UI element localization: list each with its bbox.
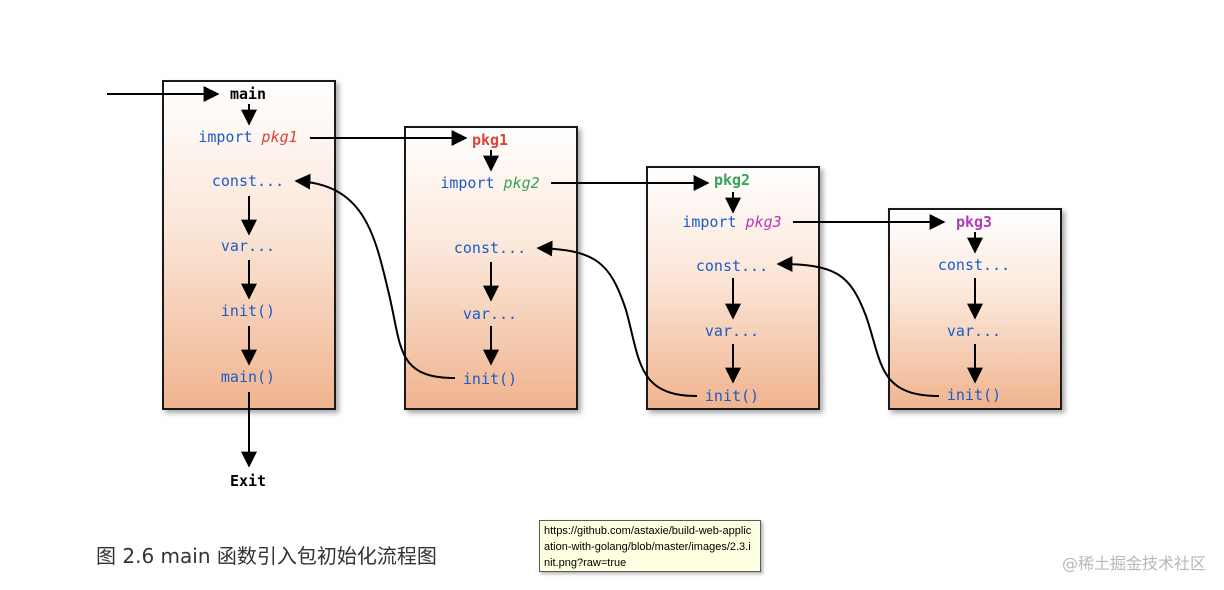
main-const: const... [211, 172, 285, 190]
pkg1-var: var... [462, 305, 518, 323]
main-init: init() [220, 302, 276, 320]
pkg1-import-pkg2: pkg2 [503, 174, 540, 192]
return-pkg2-to-pkg1 [536, 240, 698, 397]
exit-label: Exit [229, 472, 267, 490]
pkg2-init: init() [704, 387, 760, 405]
pkg3-var: var... [946, 322, 1002, 340]
pkg2-import-pkg3: pkg3 [745, 213, 782, 231]
pkg2-import-keyword: import [682, 213, 737, 231]
figure-caption: 图 2.6 main 函数引入包初始化流程图 [96, 544, 437, 568]
main-main-func: main() [220, 368, 276, 386]
pkg3-title: pkg3 [955, 213, 993, 231]
pkg2-const: const... [695, 257, 769, 275]
main-import-line: import pkg1 [198, 128, 297, 146]
pkg1-title: pkg1 [471, 131, 509, 149]
main-var: var... [220, 237, 276, 255]
pkg2-var: var... [704, 322, 760, 340]
main-title: main [229, 85, 267, 103]
pkg2-title: pkg2 [713, 171, 751, 189]
pkg2-import-line: import pkg3 [682, 213, 781, 231]
url-tooltip: https://github.com/astaxie/build-web-app… [539, 520, 761, 572]
pkg3-init: init() [946, 386, 1002, 404]
pkg1-init: init() [462, 370, 518, 388]
pkg3-const: const... [937, 256, 1011, 274]
pkg1-const: const... [453, 239, 527, 257]
main-import-pkg1: pkg1 [261, 128, 298, 146]
pkg1-import-line: import pkg2 [440, 174, 539, 192]
main-import-keyword: import [198, 128, 253, 146]
pkg1-import-keyword: import [440, 174, 495, 192]
watermark: @稀土掘金技术社区 [1061, 554, 1206, 573]
return-pkg1-to-main [294, 173, 456, 379]
return-pkg3-to-pkg2 [776, 256, 940, 397]
